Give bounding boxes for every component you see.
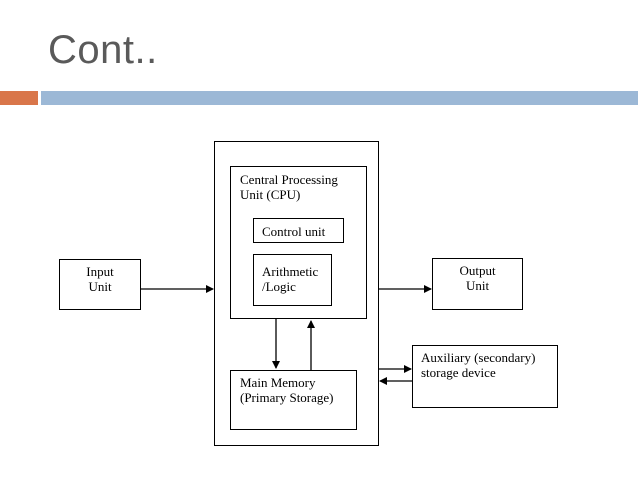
auxiliary-storage-label: Auxiliary (secondary) storage device bbox=[421, 350, 536, 380]
cpu-label: Central Processing Unit (CPU) bbox=[240, 172, 338, 202]
control-unit-box bbox=[253, 218, 344, 243]
main-memory-box bbox=[230, 370, 357, 430]
input-unit-label: Input Unit bbox=[86, 264, 114, 294]
title-accent-bar bbox=[0, 91, 38, 105]
main-memory-label: Main Memory (Primary Storage) bbox=[240, 375, 334, 405]
output-unit-box bbox=[432, 258, 523, 310]
slide-title: Cont.. bbox=[48, 28, 158, 72]
alu-label: Arithmetic /Logic bbox=[262, 264, 319, 294]
title-rule-bar bbox=[41, 91, 638, 105]
alu-box bbox=[253, 254, 332, 306]
control-unit-label: Control unit bbox=[262, 224, 326, 239]
output-unit-label: Output Unit bbox=[459, 263, 496, 293]
auxiliary-storage-box bbox=[412, 345, 558, 408]
input-unit-box bbox=[59, 259, 141, 310]
